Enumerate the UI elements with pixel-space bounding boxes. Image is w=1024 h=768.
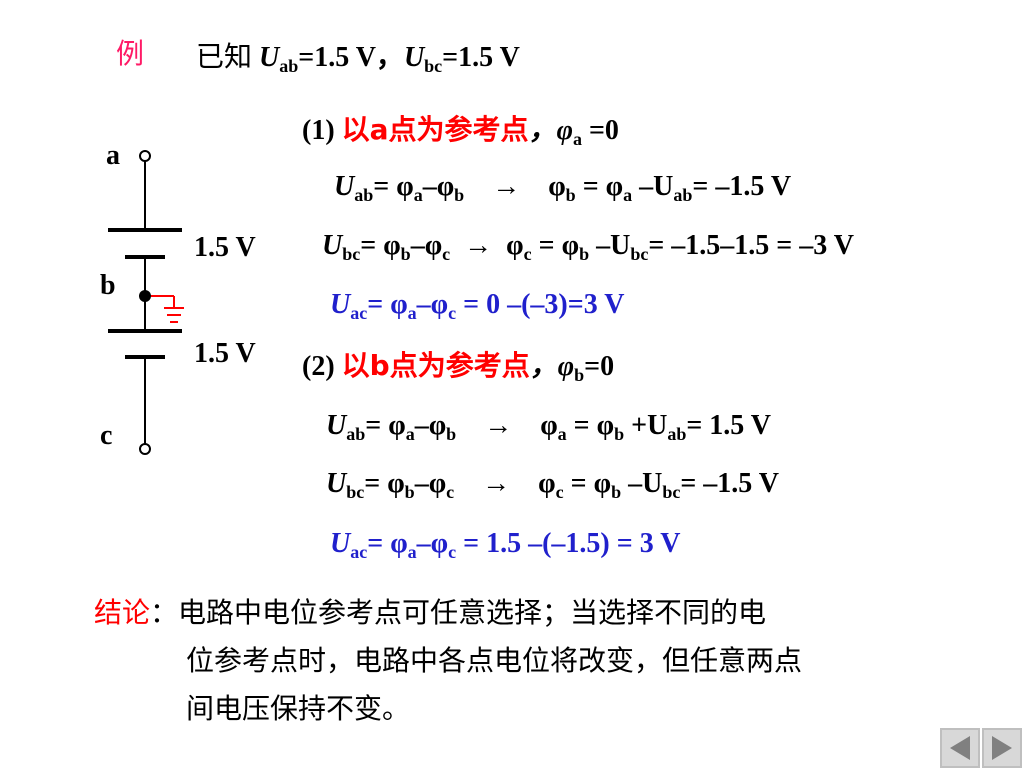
node-c-terminal: [139, 443, 151, 455]
case1-header: (1) 以a点为参考点，φa =0: [302, 113, 619, 150]
next-slide-button[interactable]: [982, 728, 1022, 768]
prev-slide-button[interactable]: [940, 728, 980, 768]
case2-line2: Ubc= φb–φc → φc = φb –Ubc= –1.5 V: [326, 468, 780, 502]
node-a-terminal: [139, 150, 151, 162]
case1-line3: Uac= φa–φc = 0 –(–3)=3 V: [330, 289, 625, 323]
case1-line2: Ubc= φb–φc → φc = φb –Ubc= –1.5–1.5 = –3…: [322, 230, 854, 264]
given-statement: 已知 Uab=1.5 V，Ubc=1.5 V: [196, 40, 520, 77]
voltage-bottom-label: 1.5 V: [194, 338, 256, 369]
voltage-top-label: 1.5 V: [194, 232, 256, 263]
node-b-junction: [139, 290, 151, 302]
node-b-label: b: [100, 270, 116, 301]
triangle-left-icon: [950, 736, 970, 760]
example-label: 例: [116, 37, 145, 70]
conclusion-line2: 位参考点时，电路中各点电位将改变，但任意两点: [186, 644, 803, 677]
case1-line1: Uab= φa–φb → φb = φa –Uab= –1.5 V: [334, 171, 792, 205]
node-c-label: c: [100, 420, 113, 451]
case2-line3: Uac= φa–φc = 1.5 –(–1.5) = 3 V: [330, 528, 681, 562]
conclusion-line3: 间电压保持不变。: [186, 692, 411, 725]
node-a-label: a: [106, 140, 120, 171]
conclusion-line1: 结论：电路中电位参考点可任意选择；当选择不同的电: [94, 596, 767, 629]
triangle-right-icon: [992, 736, 1012, 760]
circuit-diagram: [108, 150, 184, 455]
case2-header: (2) 以b点为参考点，φb=0: [302, 349, 615, 386]
conclusion-label: 结论: [94, 596, 151, 629]
case2-line1: Uab= φa–φb → φa = φb +Uab= 1.5 V: [326, 410, 771, 444]
